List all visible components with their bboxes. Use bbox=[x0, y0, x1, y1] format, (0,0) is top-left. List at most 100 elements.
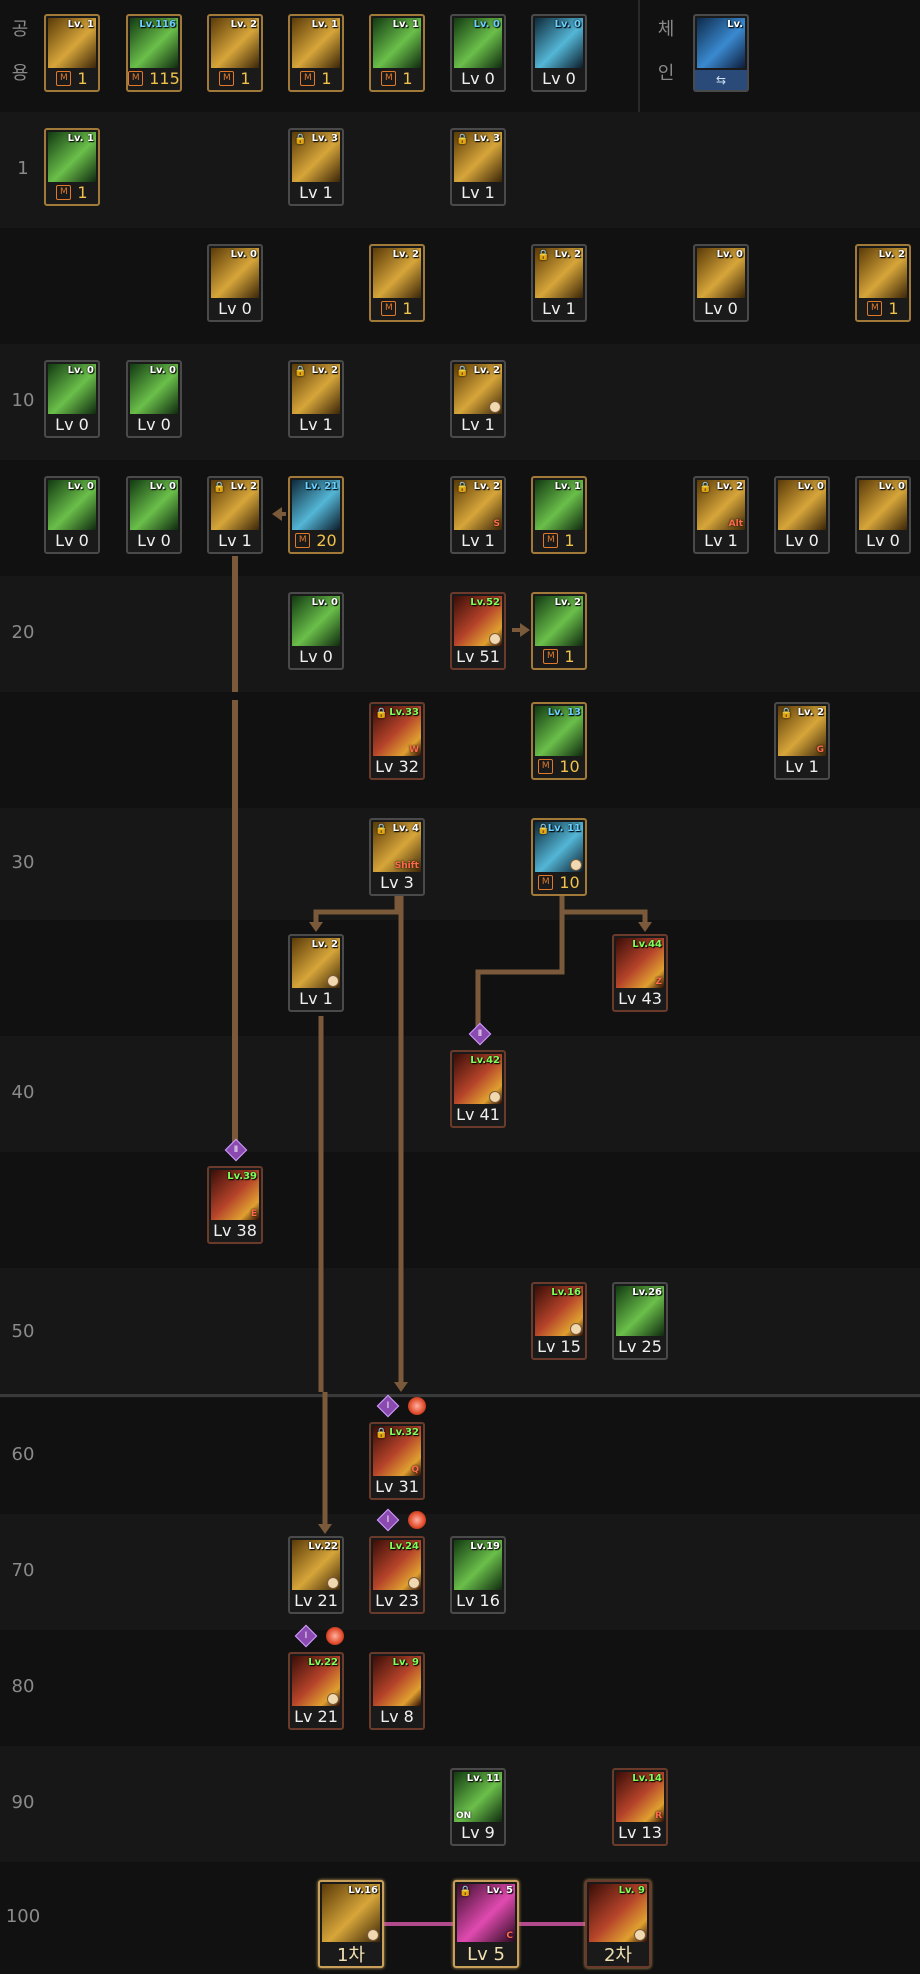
clock-icon bbox=[489, 1091, 501, 1103]
skill-icon: Lv. 0 bbox=[48, 364, 96, 414]
skill-r1-b[interactable]: Lv. 3🔒Lv 1 bbox=[288, 128, 344, 206]
skill-row bbox=[0, 920, 920, 1036]
skill-icon: Lv. 1 bbox=[373, 18, 421, 68]
skill-r4-c[interactable]: Lv. 2🔒Lv 1 bbox=[207, 476, 263, 554]
skill-level-text: Lv 13 bbox=[618, 1822, 662, 1842]
skill-level-value: Lv 0 bbox=[290, 644, 342, 668]
skill-level-tag: Lv. 1 bbox=[392, 19, 419, 30]
skill-level-tag: Lv. 2 bbox=[392, 249, 419, 260]
skill-r3-d[interactable]: Lv. 2🔒Lv 1 bbox=[450, 360, 506, 438]
clock-icon bbox=[408, 1577, 420, 1589]
skill-level-tag: Lv.24 bbox=[389, 1541, 419, 1552]
skill-level-tag: Lv.22 bbox=[308, 1541, 338, 1552]
mastery-icon: M bbox=[219, 70, 235, 86]
chain-skill[interactable]: Lv.⇆ bbox=[693, 14, 749, 92]
chain-label-line-1: 체 bbox=[657, 19, 675, 40]
skill-level-tag: Lv.16 bbox=[348, 1885, 378, 1896]
mastery-icon: M bbox=[56, 184, 72, 200]
skill-level-value: Lv 0 bbox=[776, 528, 828, 552]
skill-level-tag: Lv. 0 bbox=[311, 597, 338, 608]
skill-level-tag: Lv. 2 bbox=[554, 597, 581, 608]
skill-level-tag: Lv. 2 bbox=[473, 365, 500, 376]
skill-level-text: Lv 32 bbox=[375, 756, 419, 776]
row-level-label: 70 bbox=[11, 1560, 35, 1581]
skill-icon: Lv. 0 bbox=[130, 480, 178, 530]
hotkey-label: ON bbox=[456, 1811, 472, 1821]
skill-level-text: Lv 0 bbox=[542, 68, 576, 88]
skill-level-text: 1 bbox=[77, 182, 88, 202]
lock-icon: 🔒 bbox=[375, 824, 388, 835]
skill-r2-c[interactable]: Lv. 2🔒Lv 1 bbox=[531, 244, 587, 322]
skill-level-text: Lv 43 bbox=[618, 988, 662, 1008]
skill-r1-c[interactable]: Lv. 3🔒Lv 1 bbox=[450, 128, 506, 206]
lock-icon: 🔒 bbox=[213, 482, 226, 493]
skill-level-text: Lv 0 bbox=[785, 530, 819, 550]
skill-level-text: Lv 1 bbox=[218, 530, 252, 550]
skill-level-text: Lv 0 bbox=[55, 414, 89, 434]
skill-row: 30 bbox=[0, 808, 920, 920]
chain-swap-icon[interactable]: ⇆ bbox=[695, 70, 747, 90]
mastery-icon: M bbox=[56, 70, 72, 86]
skill-level-value: Lv 13 bbox=[614, 1820, 666, 1844]
skill-icon: Lv. 0 bbox=[859, 480, 907, 530]
skill-icon: Lv. 2🔒Alt bbox=[697, 480, 745, 530]
lock-icon: 🔒 bbox=[294, 134, 307, 145]
badge-label: Ⅰ bbox=[304, 1631, 308, 1641]
skill-icon: Lv. 3🔒 bbox=[292, 132, 340, 182]
lock-icon: 🔒 bbox=[375, 708, 388, 719]
common-label-line-1: 공 bbox=[11, 19, 29, 40]
skill-r3-c[interactable]: Lv. 2🔒Lv 1 bbox=[288, 360, 344, 438]
skill-r5-a[interactable]: Lv. 0 Lv 0 bbox=[288, 592, 344, 670]
row-level-label: 1 bbox=[17, 158, 29, 179]
skill-icon: Lv. 2 bbox=[859, 248, 907, 298]
skill-icon: Lv. 5🔒C bbox=[457, 1884, 515, 1942]
